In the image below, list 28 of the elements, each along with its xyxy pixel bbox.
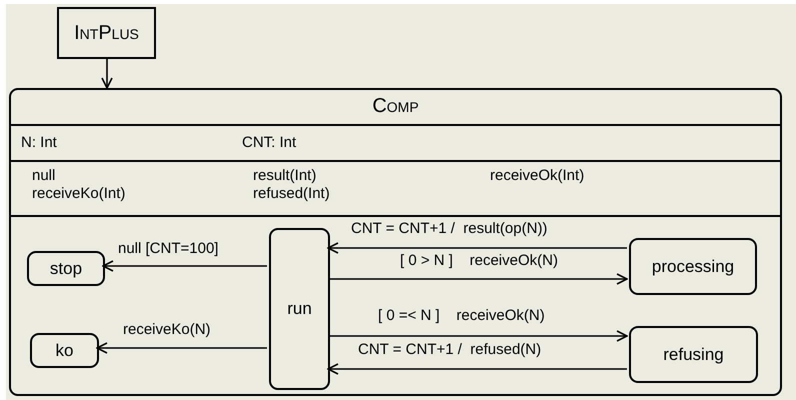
event-text: result(Int) <box>253 167 316 186</box>
state-box: ko <box>30 333 99 368</box>
transition-arrow <box>327 242 627 254</box>
edge-label: [ 0 =< N ] receiveOk(N) <box>378 307 545 326</box>
transition-arrow <box>328 273 628 285</box>
event-text: null <box>32 167 56 186</box>
edge-label: null [CNT=100] <box>118 240 218 259</box>
transition-arrow <box>102 260 267 272</box>
transition-arrow <box>327 363 627 375</box>
transition-arrow <box>96 342 267 354</box>
state-box: run <box>269 228 330 390</box>
edge-label: CNT = CNT+1 / result(op(N)) <box>351 220 548 239</box>
state-box: refusing <box>629 326 758 383</box>
composite-state <box>9 88 782 396</box>
event-text: receiveKo(Int) <box>32 185 126 204</box>
state-box: processing <box>629 238 757 295</box>
edge-label: [ 0 > N ] receiveOk(N) <box>400 252 558 271</box>
transition-arrow <box>101 59 113 89</box>
edge-label: CNT = CNT+1 / refused(N) <box>358 341 542 360</box>
state-title: Comp <box>372 94 419 119</box>
event-text: refused(Int) <box>253 185 330 204</box>
state-box: stop <box>27 251 105 286</box>
event-text: receiveOk(Int) <box>490 167 584 186</box>
class-box: IntPlus <box>57 7 156 59</box>
transition-arrow <box>328 330 628 342</box>
attribute-text: CNT: Int <box>242 134 296 153</box>
edge-label: receiveKo(N) <box>123 321 211 340</box>
attribute-text: N: Int <box>21 134 57 153</box>
